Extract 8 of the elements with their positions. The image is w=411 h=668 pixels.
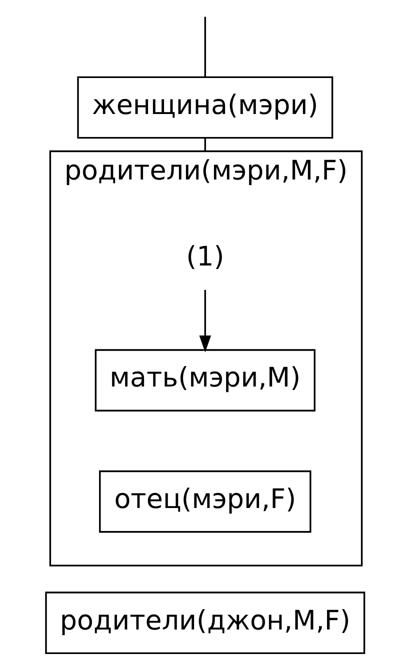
connector (204, 138, 206, 152)
node-text: (1) (186, 241, 224, 272)
node-box: женщина(мэри) (76, 76, 333, 139)
node-box: родители(джон,M,F) (44, 592, 365, 654)
node-box: мать(мэри,M) (94, 349, 315, 412)
node-box: отец(мэри,F) (98, 470, 311, 533)
connector (204, 16, 206, 78)
arrow (198, 290, 211, 352)
